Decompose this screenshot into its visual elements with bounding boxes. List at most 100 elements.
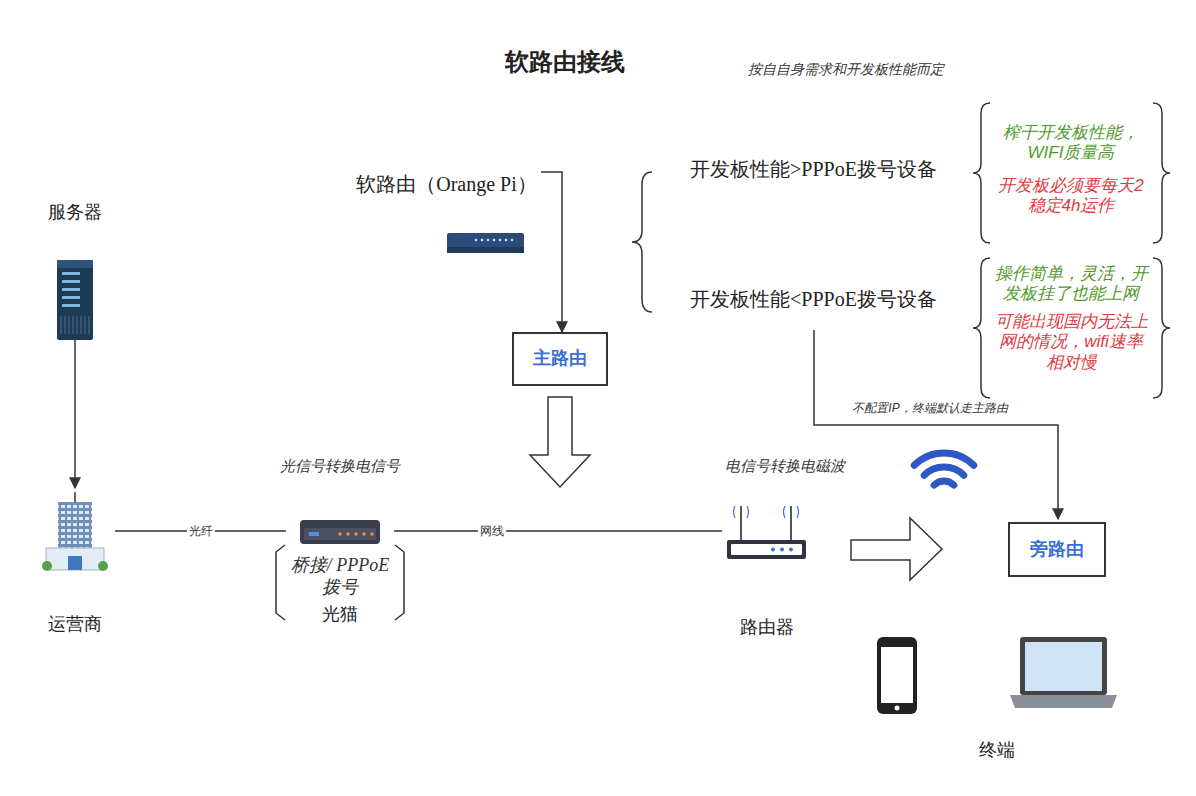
- isp-node: 运营商: [35, 488, 115, 640]
- modem-body: [300, 520, 380, 544]
- vent-line: [77, 316, 78, 334]
- router-body: [727, 540, 806, 559]
- wifi-symbol: [914, 453, 973, 485]
- server-node: 服务器: [40, 200, 110, 340]
- building-base: [46, 548, 104, 570]
- led: [362, 532, 366, 536]
- curly-brace: [632, 172, 652, 312]
- board-body: [447, 233, 524, 253]
- server-slot: [62, 272, 80, 275]
- connector-label: 光纤: [187, 524, 215, 538]
- node-label: 服务器: [48, 202, 102, 224]
- hollow-arrow: [530, 397, 590, 487]
- led: [481, 239, 484, 242]
- led: [370, 532, 374, 536]
- leader-label: 不配置IP，终端默认走主路由: [852, 401, 1007, 415]
- router-icon: [727, 506, 806, 559]
- vent-line: [85, 316, 86, 334]
- laptop-lid: [1020, 637, 1107, 695]
- phone-icon: [877, 637, 917, 714]
- bracket: [395, 545, 404, 620]
- vent-line: [69, 316, 70, 334]
- con-note: 开发板必须要每天2 稳定4h运作: [983, 176, 1159, 217]
- led: [338, 532, 342, 536]
- group-label: 终端: [979, 740, 1015, 762]
- diagram-title: 软路由接线: [505, 48, 625, 77]
- curly-brace: [973, 103, 990, 243]
- led: [354, 532, 358, 536]
- modem-leds: [338, 532, 374, 536]
- node-label: 路由器: [740, 617, 794, 639]
- vent-line: [65, 316, 66, 334]
- router-node: 路由器: [722, 498, 812, 645]
- led: [505, 239, 508, 242]
- wifi-arc: [934, 481, 954, 485]
- building-icon: [42, 492, 108, 571]
- server-vents: [61, 316, 89, 334]
- soft-router-node: 软路由（Orange Pi）: [352, 168, 541, 262]
- vent-line: [61, 316, 62, 334]
- connector: [394, 530, 722, 532]
- router-led: [771, 548, 775, 552]
- curly-brace: [1153, 258, 1170, 398]
- bush: [98, 561, 108, 571]
- led: [487, 239, 490, 242]
- server-slot: [62, 296, 80, 299]
- node-label: 光猫: [322, 604, 358, 626]
- modem-node: 桥接/ PPPoE拨号光猫: [286, 515, 394, 645]
- board-base: [447, 247, 524, 253]
- stage-note: 电信号转换电磁波: [725, 457, 845, 475]
- server-top: [57, 260, 93, 268]
- led: [493, 239, 496, 242]
- vent-line: [81, 316, 82, 334]
- node-label: 旁路由: [1030, 539, 1084, 561]
- curly-brace: [1153, 103, 1170, 243]
- board-icon: [447, 233, 524, 253]
- router-panel: [731, 544, 802, 555]
- antenna: [74, 492, 76, 502]
- door: [68, 556, 82, 570]
- node-label: 软路由（Orange Pi）: [356, 172, 537, 196]
- connector-label: 网线: [478, 524, 506, 538]
- node-label: 运营商: [48, 614, 102, 636]
- phone-screen: [881, 647, 913, 703]
- tower-windows: [58, 502, 92, 552]
- phone-button: [895, 706, 900, 711]
- server-icon: [57, 260, 93, 340]
- pro-note: 榨干开发板性能， WIFI质量高: [983, 123, 1159, 164]
- main-router-box: 主路由: [512, 332, 608, 386]
- node-label: 桥接/ PPPoE拨号: [288, 555, 392, 598]
- hollow-arrow: [851, 518, 942, 580]
- led: [511, 239, 514, 242]
- server-slot: [62, 288, 80, 291]
- router-antenna: [790, 506, 792, 540]
- led: [346, 532, 350, 536]
- vent-line: [73, 316, 74, 334]
- phone-body: [877, 637, 917, 714]
- bypass-router-box: 旁路由: [1008, 522, 1106, 577]
- curly-brace: [973, 258, 990, 398]
- router-led: [789, 548, 793, 552]
- laptop-icon: [1010, 637, 1117, 708]
- tower: [58, 502, 92, 552]
- wifi-arc: [924, 467, 964, 475]
- option-text: 开发板性能>PPPoE拨号设备: [690, 157, 937, 181]
- router-led: [780, 548, 784, 552]
- stage-note: 光信号转换电信号: [280, 457, 400, 475]
- connector: [541, 172, 562, 332]
- server-body: [57, 260, 93, 340]
- laptop-base: [1010, 695, 1117, 708]
- laptop-screen: [1025, 642, 1102, 691]
- router-signal: [734, 506, 799, 518]
- vent-line: [89, 316, 90, 334]
- con-note: 可能出现国内无法上 网的情况，wifi速率 相对慢: [983, 312, 1159, 373]
- modem-panel: [304, 528, 376, 540]
- modem-icon: [300, 520, 380, 544]
- connector: [74, 340, 76, 488]
- board-leds: [475, 239, 514, 242]
- modem-light: [309, 532, 319, 536]
- server-slot: [62, 304, 80, 307]
